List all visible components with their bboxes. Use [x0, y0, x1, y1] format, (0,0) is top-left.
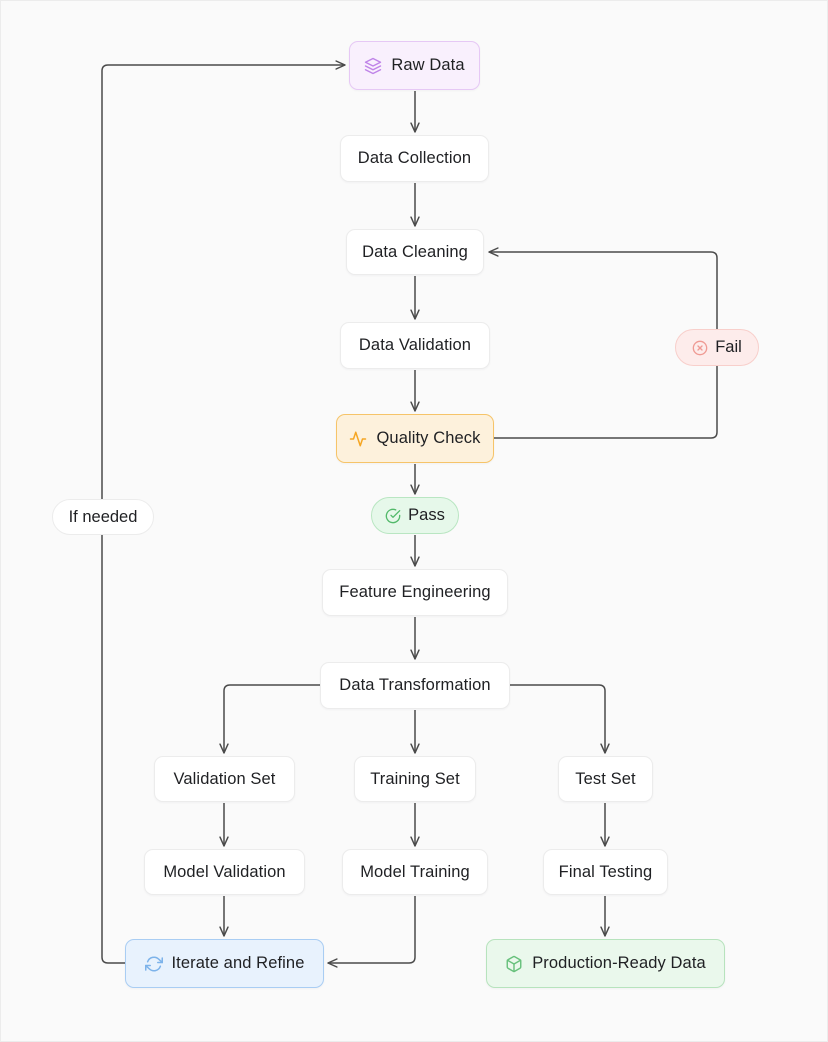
- badge-label: Pass: [408, 506, 445, 524]
- node-label: Model Training: [360, 862, 470, 881]
- node-label: Model Validation: [163, 862, 286, 881]
- check-circle-icon: [385, 508, 401, 524]
- node-model-training[interactable]: Model Training: [342, 849, 488, 895]
- node-label: Test Set: [575, 769, 636, 788]
- node-test-set[interactable]: Test Set: [558, 756, 653, 802]
- node-label: Final Testing: [558, 862, 653, 881]
- node-feature-engineering[interactable]: Feature Engineering: [322, 569, 508, 616]
- node-iterate-and-refine[interactable]: Iterate and Refine: [125, 939, 324, 988]
- node-label: Production-Ready Data: [532, 954, 706, 973]
- node-label: Feature Engineering: [339, 583, 491, 602]
- node-label: Iterate and Refine: [171, 954, 305, 973]
- node-quality-check[interactable]: Quality Check: [336, 414, 494, 463]
- node-label: Quality Check: [376, 429, 481, 448]
- node-label: Training Set: [370, 769, 460, 788]
- edge-transform-to-validation-set: [224, 684, 320, 753]
- badge-label: Fail: [715, 338, 742, 356]
- node-label: Validation Set: [173, 769, 276, 788]
- node-label: Raw Data: [391, 56, 465, 75]
- node-model-validation[interactable]: Model Validation: [144, 849, 305, 895]
- activity-icon: [349, 430, 367, 448]
- box-icon: [505, 955, 523, 973]
- layers-icon: [364, 57, 382, 75]
- node-label: Data Cleaning: [362, 242, 468, 261]
- node-production-ready-data[interactable]: Production-Ready Data: [486, 939, 725, 988]
- node-label: Data Collection: [357, 149, 472, 168]
- edge-model-training-to-iterate: [328, 896, 416, 963]
- node-label: Data Transformation: [339, 676, 491, 695]
- edge-transform-to-test-set: [510, 684, 605, 753]
- node-data-validation[interactable]: Data Validation: [340, 322, 490, 369]
- refresh-icon: [144, 955, 163, 973]
- node-training-set[interactable]: Training Set: [354, 756, 476, 802]
- pass-badge[interactable]: Pass: [371, 497, 459, 534]
- if-needed-badge[interactable]: If needed: [52, 499, 154, 535]
- node-validation-set[interactable]: Validation Set: [154, 756, 295, 802]
- badge-label: If needed: [68, 507, 138, 526]
- node-raw-data[interactable]: Raw Data: [349, 41, 480, 90]
- fail-badge[interactable]: Fail: [675, 329, 759, 366]
- node-final-testing[interactable]: Final Testing: [543, 849, 668, 895]
- x-circle-icon: [692, 340, 708, 356]
- node-data-collection[interactable]: Data Collection: [340, 135, 489, 182]
- node-label: Data Validation: [358, 336, 472, 355]
- node-data-transformation[interactable]: Data Transformation: [320, 662, 510, 709]
- node-data-cleaning[interactable]: Data Cleaning: [346, 229, 484, 275]
